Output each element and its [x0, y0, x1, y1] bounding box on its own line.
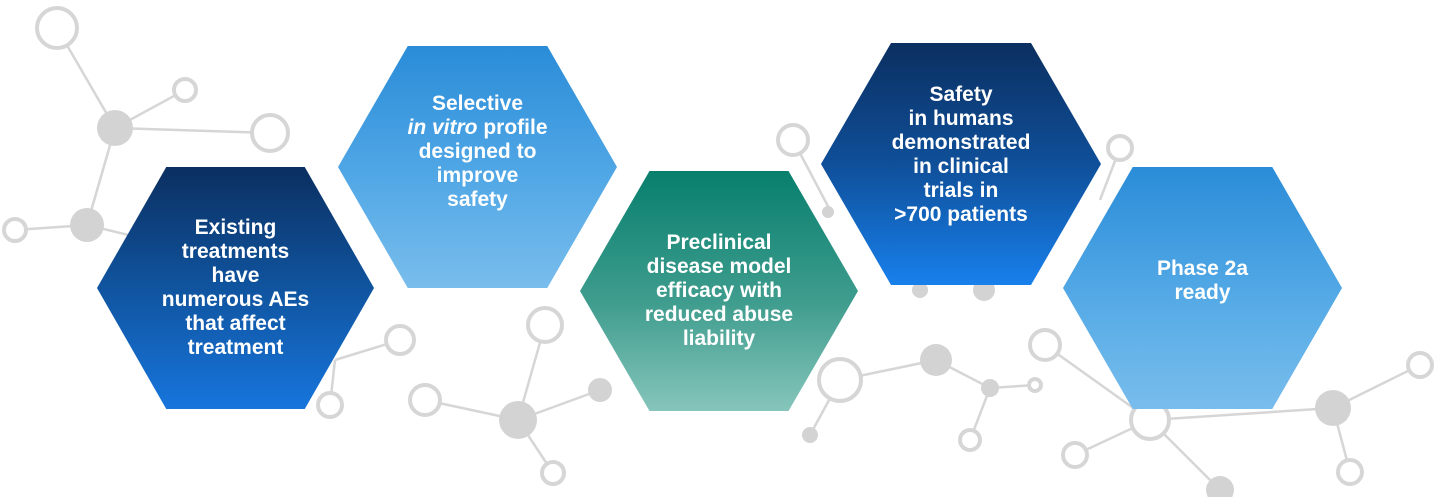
label-line: >700 patients — [894, 203, 1028, 226]
hexagon-label: Selective in vitro profile designed to i… — [367, 92, 587, 212]
label-line: designed to — [418, 140, 537, 163]
label-line: treatment — [187, 336, 284, 359]
label-line: in clinical — [913, 155, 1009, 178]
label-line: demonstrated — [891, 131, 1031, 154]
label-line: Phase 2a — [1156, 257, 1249, 280]
label-line: Safety — [929, 83, 993, 106]
label-line: in humans — [908, 107, 1014, 130]
label-line: trials in — [923, 179, 999, 202]
italic-term: in vitro — [407, 116, 478, 139]
label-line: liability — [682, 327, 756, 350]
hexagon-label: Safety in humans demonstrated in clinica… — [852, 83, 1071, 227]
label-line: numerous AEs — [161, 288, 310, 311]
hexagon-label: Phase 2a ready — [1117, 257, 1288, 305]
label-line: treatments — [181, 240, 290, 263]
label-line: disease model — [646, 255, 792, 278]
label-line: efficacy with — [655, 279, 783, 302]
label-line: reduced abuse — [644, 303, 794, 326]
label-fragment: profile — [477, 116, 548, 139]
label-line: Preclinical — [666, 231, 772, 254]
label-line: Existing — [194, 216, 277, 239]
label-line: Selective — [431, 92, 524, 115]
label-line: improve — [436, 164, 519, 187]
label-line: that affect — [185, 312, 286, 335]
label-line: ready — [1174, 281, 1231, 304]
label-line-mixed: in vitro profile — [407, 116, 547, 140]
label-line: safety — [447, 188, 508, 211]
hexagon-label: Existing treatments have numerous AEs th… — [122, 216, 349, 360]
hexagon-label: Preclinical disease model efficacy with … — [605, 231, 833, 351]
label-line: have — [211, 264, 260, 287]
